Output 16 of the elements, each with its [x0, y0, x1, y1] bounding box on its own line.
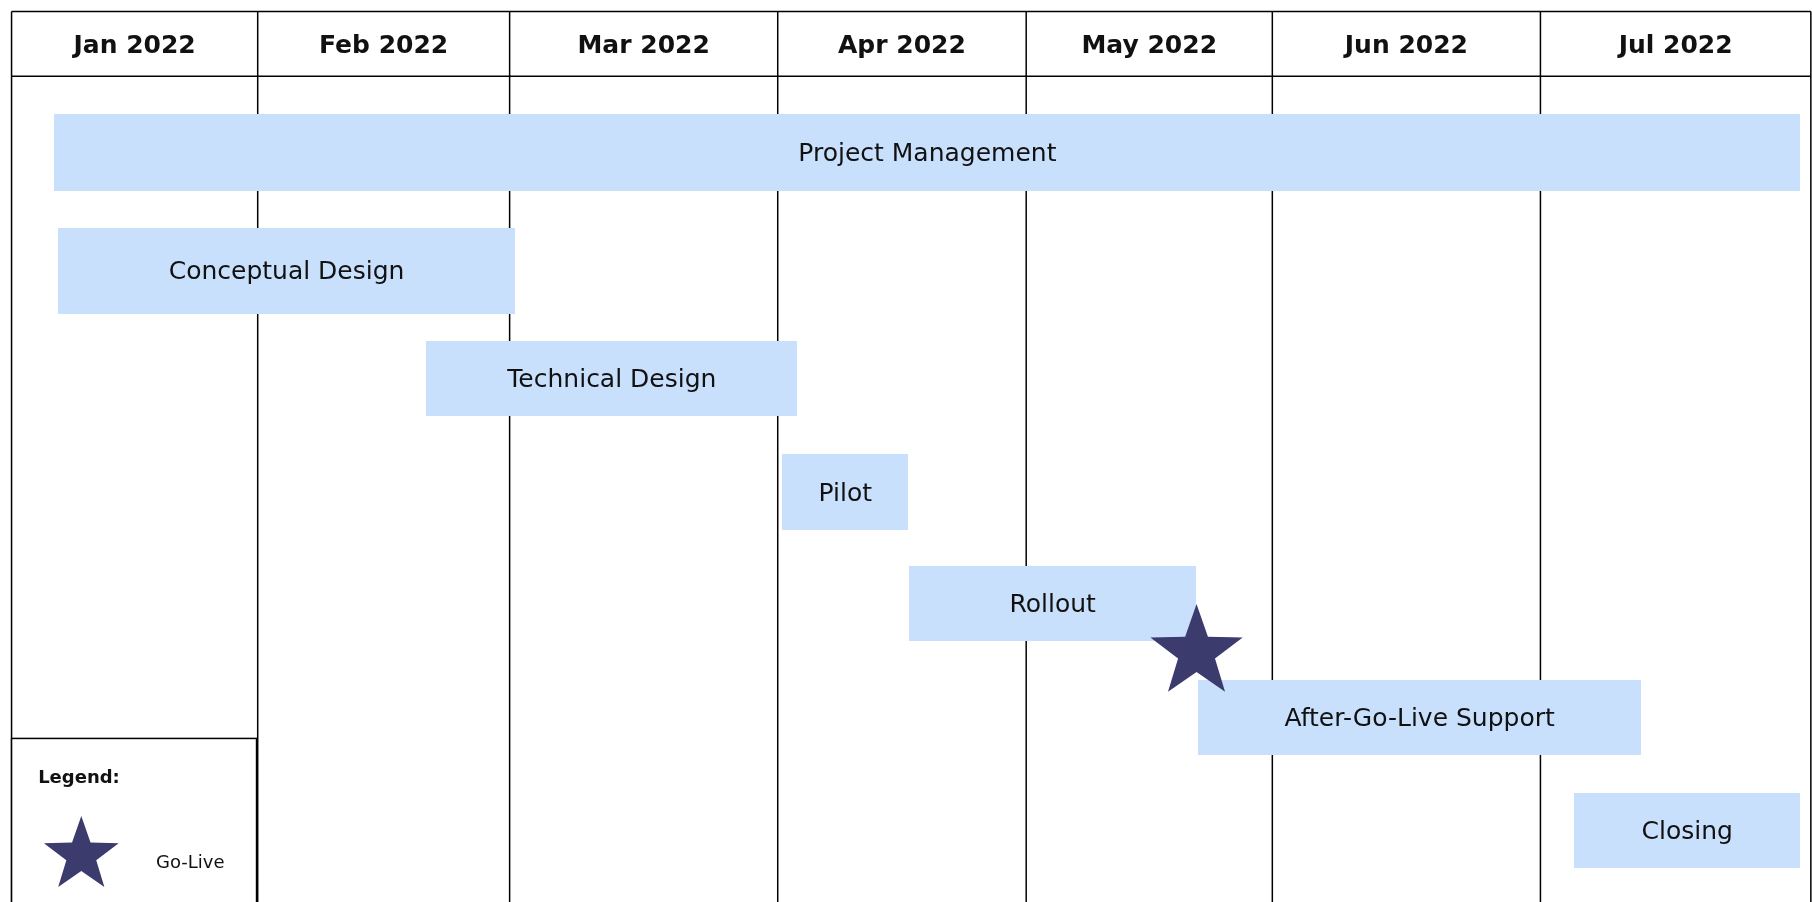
month-header: May 2022 [1081, 29, 1218, 59]
task-bar: Pilot [782, 454, 909, 531]
task-bar: After-Go-Live Support [1198, 679, 1641, 755]
month-header: Jan 2022 [73, 29, 196, 59]
legend-title: Legend: [38, 766, 120, 788]
month-header: Mar 2022 [577, 29, 710, 59]
month-header: Jul 2022 [1618, 29, 1733, 59]
month-header: Apr 2022 [838, 29, 966, 59]
month-header: Jun 2022 [1344, 29, 1468, 59]
month-header: Feb 2022 [319, 29, 449, 59]
task-bar: Technical Design [426, 340, 798, 416]
task-bar: Closing [1573, 792, 1801, 868]
task-bar: Conceptual Design [57, 227, 516, 315]
task-bar: Project Management [54, 114, 1801, 191]
task-bar: Rollout [909, 566, 1197, 642]
legend-label: Go-Live [156, 850, 225, 872]
